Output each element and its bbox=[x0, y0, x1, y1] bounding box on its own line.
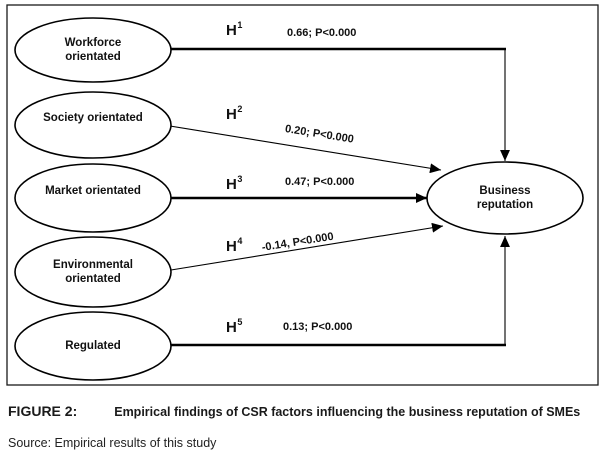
society-ellipse bbox=[14, 91, 172, 159]
h5-stat-label: 0.13; P<0.000 bbox=[283, 321, 353, 333]
environmental-node-label: Environmental orientated bbox=[53, 259, 133, 285]
h2-letter: H bbox=[226, 106, 238, 123]
figure-caption: FIGURE 2: Empirical findings of CSR fact… bbox=[8, 403, 580, 419]
business-reputation-ellipse bbox=[426, 161, 584, 235]
figure-title: Empirical findings of CSR factors influe… bbox=[114, 405, 581, 419]
h2-hypothesis-label: H2 bbox=[226, 104, 243, 123]
h1-superscript: 1 bbox=[237, 20, 243, 30]
market-ellipse bbox=[14, 163, 172, 233]
h4-superscript: 4 bbox=[237, 236, 243, 246]
workforce-node-label: Workforce orientated bbox=[64, 37, 122, 63]
market-node-label: Market orientated bbox=[45, 185, 141, 197]
h3-superscript: 3 bbox=[237, 174, 243, 184]
figure-number-label: FIGURE 2: bbox=[8, 403, 78, 419]
h5-letter: H bbox=[226, 319, 238, 336]
h5-hypothesis-label: H5 bbox=[226, 317, 243, 336]
h1-hypothesis-label: H1 bbox=[226, 20, 243, 39]
h1-letter: H bbox=[226, 22, 238, 39]
business-reputation-node-label: Business reputation bbox=[476, 185, 534, 211]
h4-arrow bbox=[170, 222, 444, 271]
h5-superscript: 5 bbox=[237, 317, 243, 327]
h3-hypothesis-label: H3 bbox=[226, 174, 243, 193]
h2-arrow bbox=[169, 125, 442, 174]
diagram-frame bbox=[6, 4, 599, 386]
workforce-ellipse bbox=[14, 17, 172, 83]
society-node-label: Society orientated bbox=[43, 112, 143, 124]
h4-letter: H bbox=[226, 238, 238, 255]
h3-letter: H bbox=[226, 176, 238, 193]
h3-stat-label: 0.47; P<0.000 bbox=[285, 176, 355, 188]
source-line: Source: Empirical results of this study bbox=[8, 436, 217, 450]
regulated-ellipse bbox=[14, 311, 172, 381]
h2-superscript: 2 bbox=[237, 104, 243, 114]
h4-hypothesis-label: H4 bbox=[226, 236, 243, 255]
environmental-ellipse bbox=[14, 236, 172, 308]
h1-stat-label: 0.66; P<0.000 bbox=[287, 27, 357, 39]
regulated-node-label: Regulated bbox=[65, 340, 121, 352]
